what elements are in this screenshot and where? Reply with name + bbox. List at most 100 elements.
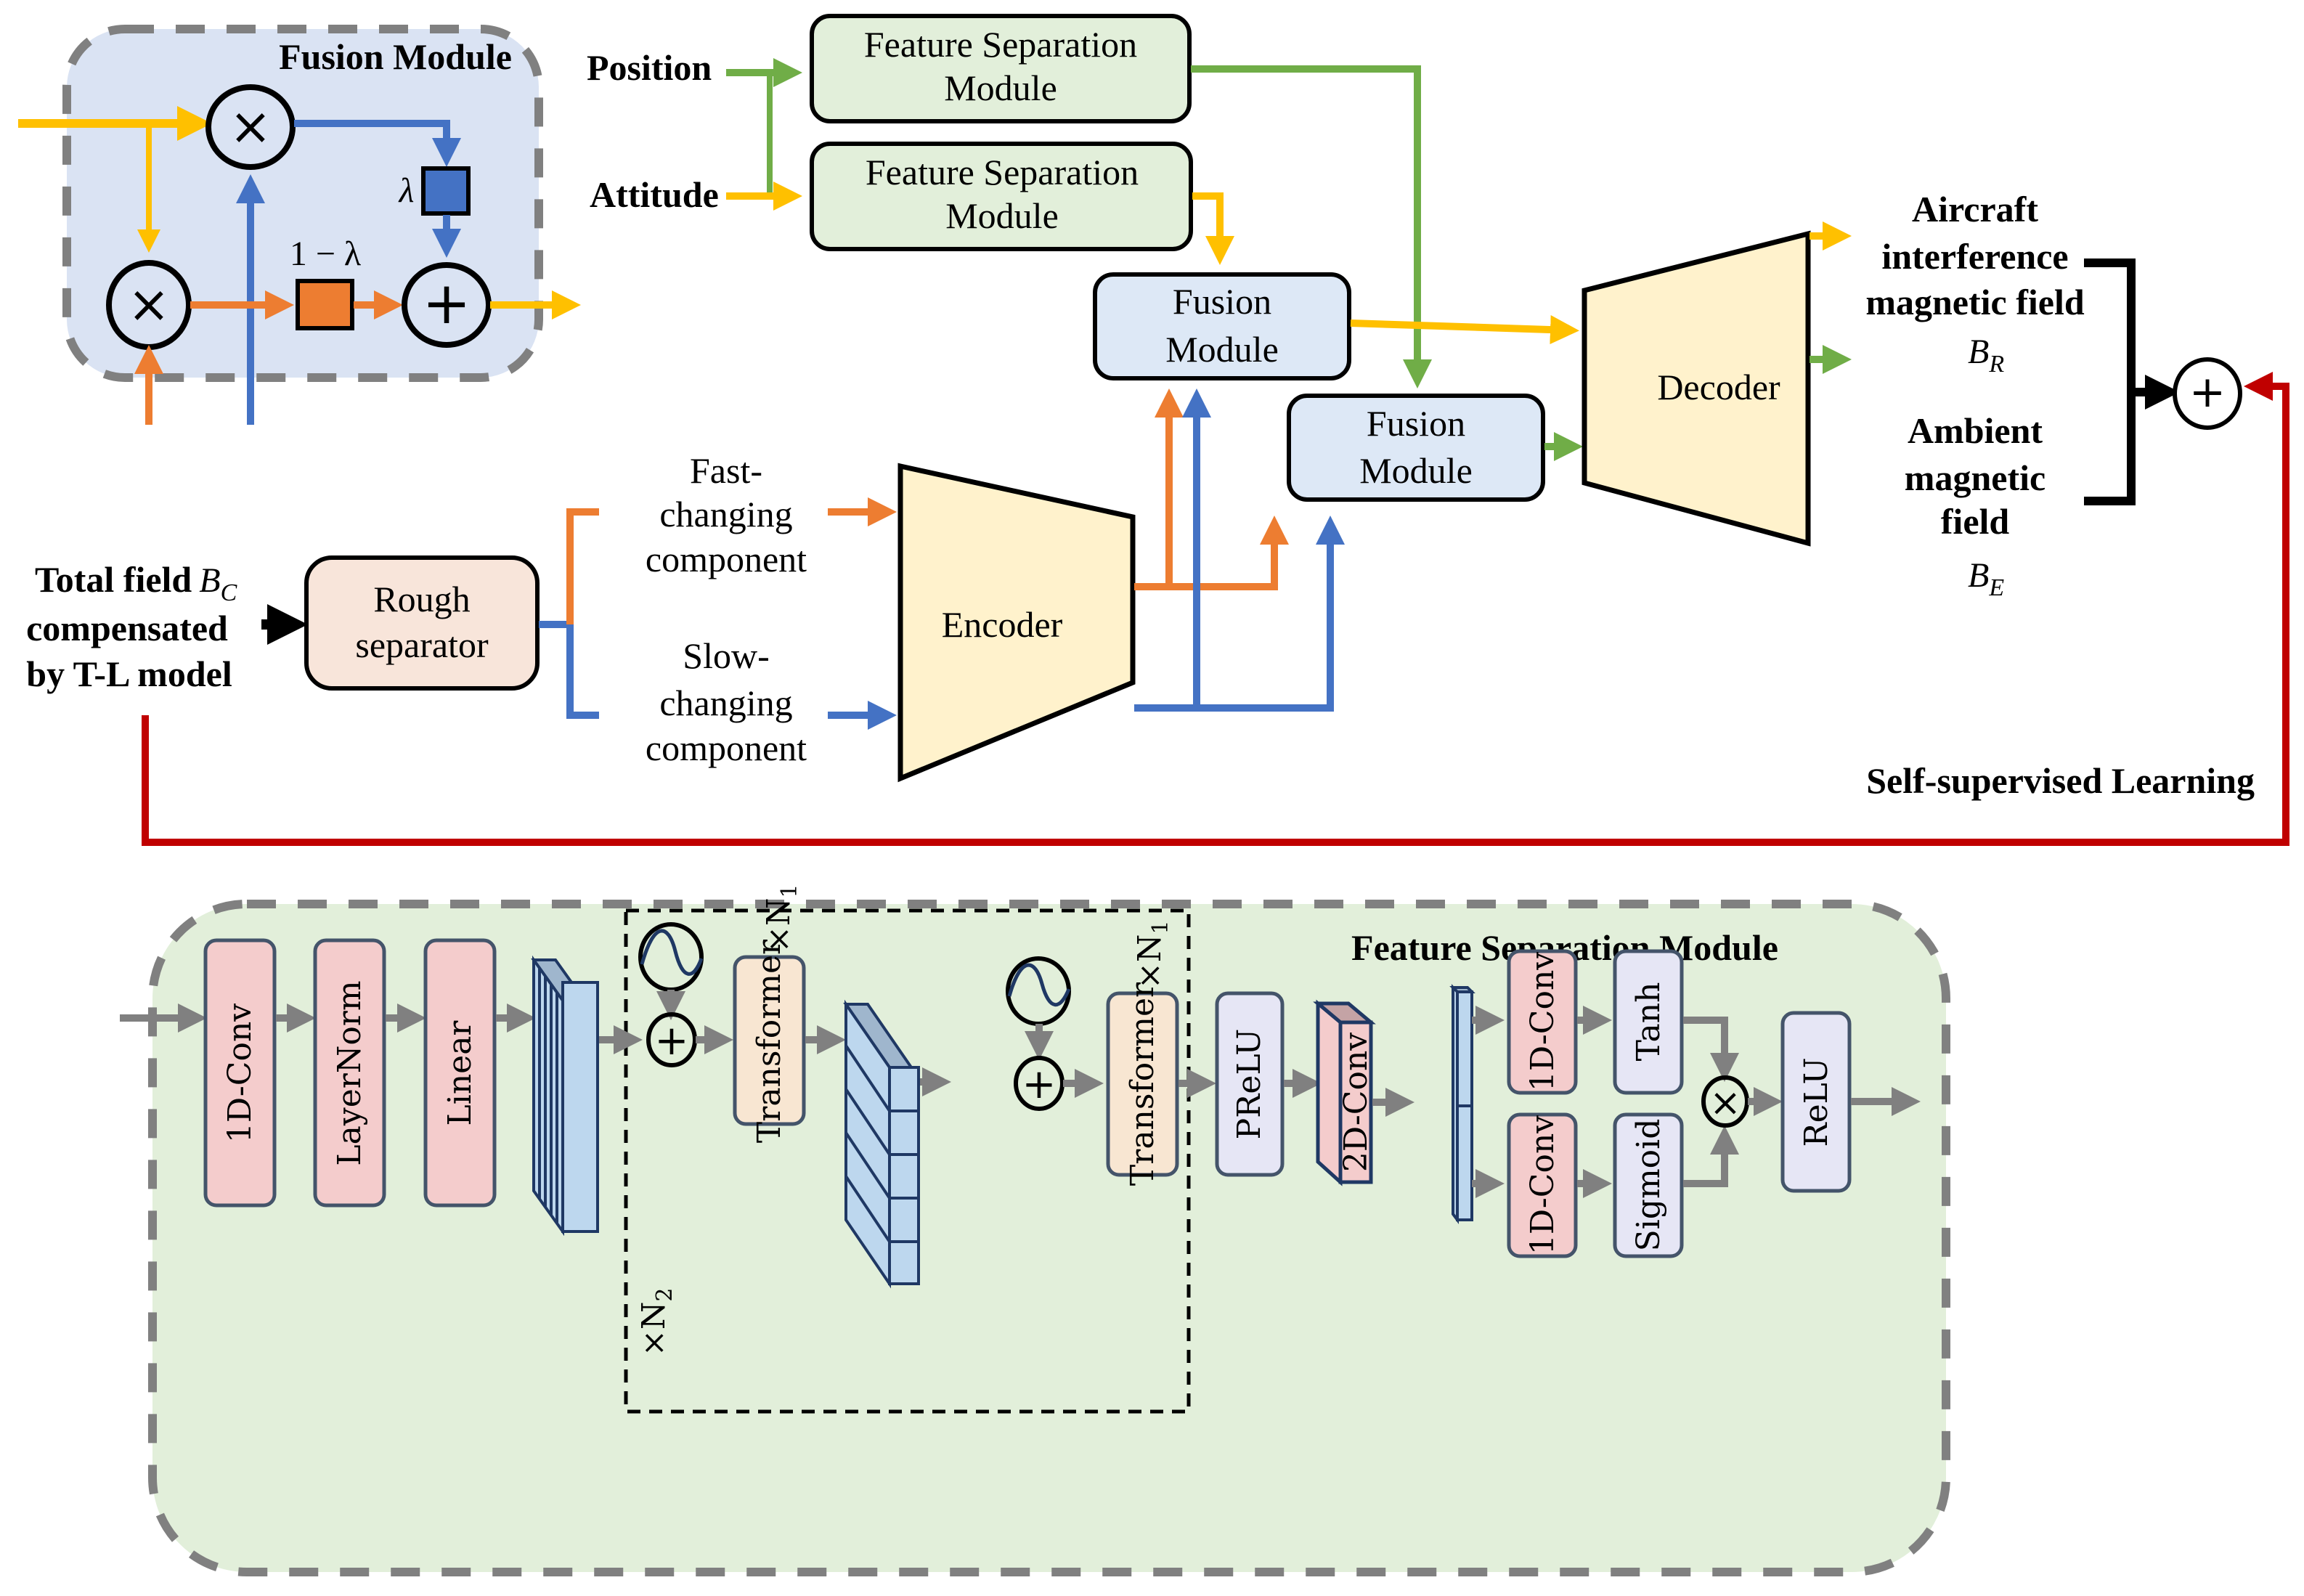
plus-icon: + bbox=[655, 1017, 689, 1064]
arrow-enc-slow-to-fusion2 bbox=[1134, 516, 1345, 712]
block-relu-label: ReLU bbox=[1798, 1057, 1835, 1147]
block-conv1d-bottom-label: 1D-Conv bbox=[1524, 1115, 1561, 1255]
block-conv1d-top-label: 1D-Conv bbox=[1524, 952, 1561, 1091]
decoder bbox=[1582, 230, 1811, 547]
fusion1-label-1: Fusion bbox=[1173, 281, 1271, 322]
block-conv2d: 2D-Conv bbox=[1313, 999, 1376, 1186]
arrow-fsm2-to-fusion1 bbox=[1192, 192, 1234, 265]
sine-wave-icon bbox=[1007, 963, 1071, 1007]
block-transformer-2 bbox=[1106, 991, 1179, 1177]
fast-branch bbox=[566, 508, 599, 624]
block-linear-label: Linear bbox=[441, 1020, 479, 1126]
ambient-symbol: BE bbox=[1968, 556, 2004, 601]
fsm2-label-1: Feature Separation bbox=[866, 152, 1139, 192]
slow-label-1: Slow- bbox=[683, 635, 769, 676]
fusion2-label-2: Module bbox=[1359, 450, 1473, 491]
block-layernorm-label: LayerNorm bbox=[331, 980, 368, 1165]
feature-separation-module-2 bbox=[810, 142, 1193, 251]
block-transformer-2-label: Transformer bbox=[1124, 982, 1161, 1186]
arrow bbox=[1683, 1125, 1739, 1187]
fast-label-3: component bbox=[646, 539, 807, 579]
fast-label-1: Fast- bbox=[690, 450, 762, 491]
block-conv1d-top bbox=[1507, 949, 1578, 1095]
arrow-blue-lambda bbox=[294, 120, 461, 167]
aircraft-symbol: BR bbox=[1968, 333, 2004, 378]
ambient-label-1: Ambient bbox=[1908, 410, 2043, 451]
repeat-n1-b-label: ×N1 bbox=[1131, 921, 1173, 989]
rough-separator-label-2: separator bbox=[355, 624, 489, 665]
block-conv1d-a bbox=[203, 938, 277, 1208]
total-field-line3: by T-L model bbox=[26, 654, 232, 694]
fusion-module-1 bbox=[1093, 272, 1351, 380]
multiply-icon: × bbox=[229, 97, 272, 156]
sine-wave-icon bbox=[640, 929, 704, 976]
lambda-label: λ bbox=[398, 171, 415, 210]
block-prelu-label: PReLU bbox=[1231, 1029, 1268, 1140]
total-field-line2: compensated bbox=[26, 608, 228, 648]
block-tanh bbox=[1613, 949, 1684, 1095]
aircraft-label-3: magnetic field bbox=[1865, 282, 2085, 322]
arrow-fsm1-to-fusion2 bbox=[1191, 65, 1432, 388]
self-supervised-loop bbox=[142, 372, 2289, 846]
arrow-enc-fast-to-fusion2 bbox=[1134, 516, 1289, 590]
fast-label-2: changing bbox=[659, 494, 792, 534]
aircraft-label-2: interference bbox=[1881, 236, 2068, 277]
fsm1-label-2: Module bbox=[944, 68, 1057, 108]
block-linear bbox=[423, 938, 497, 1208]
plus-icon: + bbox=[1022, 1061, 1057, 1108]
block-conv1d-a-label: 1D-Conv bbox=[221, 1003, 259, 1143]
block-conv1d-bottom bbox=[1507, 1112, 1578, 1258]
repeat-n2-label: ×N2 bbox=[635, 1288, 677, 1356]
fsm2-label-2: Module bbox=[945, 195, 1059, 236]
block-prelu bbox=[1215, 991, 1285, 1177]
fusion-inset-title: Fusion Module bbox=[279, 36, 512, 77]
add-node-1 bbox=[646, 1012, 697, 1067]
gate-multiply-node bbox=[1701, 1075, 1749, 1128]
fusion1-label-2: Module bbox=[1165, 329, 1279, 370]
add-node-2 bbox=[1014, 1056, 1065, 1111]
plus-icon: + bbox=[2189, 367, 2226, 418]
block-transformer-1 bbox=[733, 955, 806, 1126]
sum-node bbox=[402, 262, 492, 348]
repeat-n2-frame bbox=[624, 908, 1191, 1414]
multiply-icon: × bbox=[1709, 1081, 1741, 1125]
ambient-label-2: magnetic bbox=[1905, 457, 2045, 498]
arrow bbox=[1683, 1017, 1739, 1082]
fusion2-label-1: Fusion bbox=[1367, 403, 1465, 444]
input-position: Position bbox=[587, 47, 712, 88]
one-minus-lambda-label: 1 − λ bbox=[290, 235, 362, 273]
fusion-module-inset: Fusion Module × λ × 1 − λ + bbox=[18, 25, 581, 425]
fsm1-label-1: Feature Separation bbox=[864, 24, 1137, 65]
feature-separation-module-1 bbox=[810, 14, 1192, 123]
aircraft-label-1: Aircraft bbox=[1912, 189, 2038, 229]
ambient-label-3: field bbox=[1941, 501, 2010, 542]
encoder bbox=[897, 463, 1136, 783]
slow-label-2: changing bbox=[659, 683, 792, 723]
rough-separator bbox=[304, 555, 540, 691]
one-minus-lambda-gate bbox=[296, 279, 354, 330]
decoder-label: Decoder bbox=[1657, 367, 1780, 407]
encoder-label: Encoder bbox=[942, 604, 1063, 645]
output-bracket bbox=[2084, 258, 2136, 505]
tensor-stack-1 bbox=[531, 955, 599, 1237]
self-supervised-label: Self-supervised Learning bbox=[1866, 760, 2255, 801]
block-sigmoid-label: Sigmoid bbox=[1630, 1119, 1667, 1252]
block-layernorm bbox=[313, 938, 386, 1208]
repeat-n1-a-label: ×N1 bbox=[760, 884, 802, 953]
multiply-icon: × bbox=[128, 274, 171, 334]
block-sigmoid bbox=[1613, 1112, 1684, 1258]
block-transformer-1-label: Transformer bbox=[751, 939, 788, 1143]
plus-icon: + bbox=[422, 269, 471, 337]
fusion-module-2 bbox=[1287, 394, 1545, 502]
tensor-split bbox=[1449, 984, 1475, 1224]
block-conv2d-label: 2D-Conv bbox=[1338, 1033, 1375, 1172]
input-attitude: Attitude bbox=[590, 174, 719, 215]
top-pipeline: Position Attitude Feature Separation Mod… bbox=[26, 14, 2289, 846]
rough-separator-label-1: Rough bbox=[373, 579, 470, 619]
fsm-detail-frame bbox=[148, 900, 1950, 1576]
lambda-gate bbox=[421, 166, 471, 216]
block-relu bbox=[1780, 1011, 1852, 1193]
slow-label-3: component bbox=[646, 728, 807, 768]
